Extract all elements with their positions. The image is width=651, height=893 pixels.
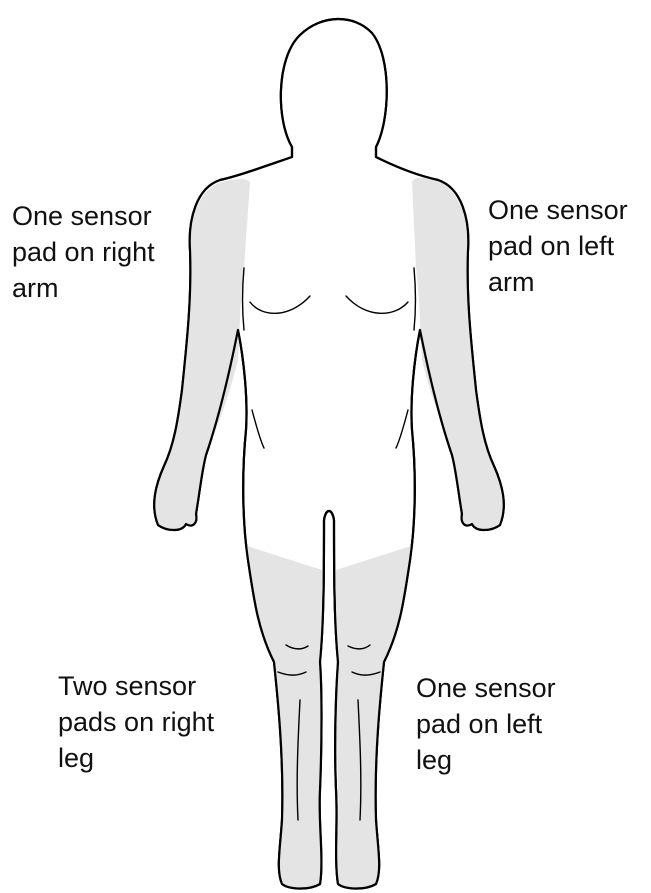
left-leg-label-line-1: One sensor (416, 670, 556, 706)
right-arm-label-line-1: One sensor (12, 198, 155, 234)
right-arm-label-line-2: pad on right (12, 234, 155, 270)
right-arm-label: One sensor pad on right arm (12, 198, 155, 306)
left-arm-label-line-2: pad on left (488, 228, 628, 264)
right-leg-label: Two sensor pads on right leg (58, 668, 214, 776)
left-leg-shading (336, 545, 414, 889)
right-leg-shading (244, 545, 322, 889)
right-leg-label-line-2: pads on right (58, 704, 214, 740)
right-leg-label-line-3: leg (58, 740, 214, 776)
right-arm-label-line-3: arm (12, 270, 155, 306)
left-arm-label-line-3: arm (488, 264, 628, 300)
left-leg-label: One sensor pad on left leg (416, 670, 556, 778)
right-leg-label-line-1: Two sensor (58, 668, 214, 704)
left-leg-label-line-2: pad on left (416, 706, 556, 742)
left-arm-label-line-1: One sensor (488, 192, 628, 228)
left-arm-label: One sensor pad on left arm (488, 192, 628, 300)
left-leg-label-line-3: leg (416, 742, 556, 778)
